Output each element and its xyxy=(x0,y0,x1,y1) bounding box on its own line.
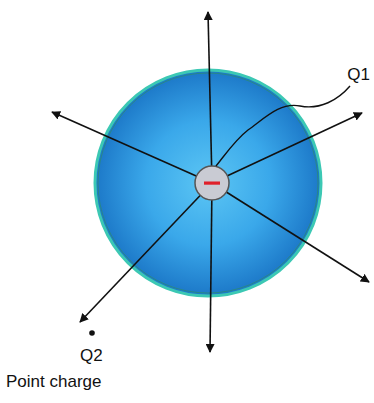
sphere xyxy=(95,70,321,296)
field-line xyxy=(52,112,212,183)
field-lines xyxy=(52,12,369,352)
charge-label: Q2 xyxy=(80,347,103,366)
point-charge-dot xyxy=(89,330,95,336)
central-charge xyxy=(195,166,229,200)
field-line xyxy=(208,12,212,183)
caption-label: Point charge xyxy=(6,373,101,392)
leader-line xyxy=(216,86,350,166)
field-line xyxy=(210,183,212,352)
field-line xyxy=(212,113,362,183)
minus-symbol xyxy=(204,182,220,185)
field-line xyxy=(212,183,369,282)
charge-label: Q1 xyxy=(347,66,370,85)
field-line xyxy=(80,183,212,322)
